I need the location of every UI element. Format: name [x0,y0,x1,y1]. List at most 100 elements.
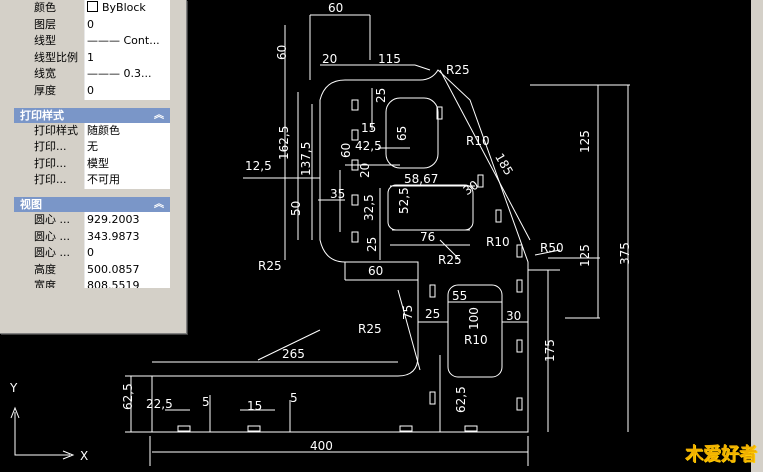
prop-value: 929.2003 [84,211,170,229]
prop-value: 0 [84,82,170,100]
section-print-style[interactable]: 打印样式 ︽ [14,107,170,123]
dim-15-a: 15 [361,121,376,135]
collapse-chevron-icon[interactable]: ︽ [154,198,164,210]
section-title: 视图 [20,197,42,211]
prop-value: 0 [84,245,170,262]
palette-scrollbar[interactable] [170,0,186,333]
prop-row-lineweight[interactable]: 线宽——— 0.3... [14,66,170,83]
prop-label: 打印... [14,139,84,156]
dim-35: 35 [330,187,345,201]
dim-60-low: 60 [368,264,383,278]
prop-value: 不可用 [84,172,170,189]
prop-value: ——— Cont... [84,33,170,50]
dim-137-5: 137,5 [299,142,313,176]
dim-65: 65 [395,126,409,141]
dim-42-5: 42,5 [355,139,382,153]
prop-row-color[interactable]: 颜色 ByBlock [14,0,170,17]
dim-52-5: 52,5 [397,187,411,214]
prop-value: 1 [84,49,170,67]
dim-25-c: 25 [425,307,440,321]
prop-label: 圆心 ... [14,228,84,246]
ucs-y-label: Y [9,381,18,395]
dim-32-5: 32,5 [362,194,376,221]
prop-row-print-attached[interactable]: 打印...模型 [14,155,170,173]
dim-20-b: 20 [358,163,372,178]
right-scroll-edge[interactable] [751,0,763,472]
prop-label: 宽度 [14,278,84,289]
dim-5-a: 5 [202,395,210,409]
prop-label: 厚度 [14,82,84,100]
dim-22-5: 22,5 [146,397,173,411]
section-title: 打印样式 [20,108,64,122]
collapse-chevron-icon[interactable]: ︽ [154,109,164,121]
prop-label: 颜色 [14,0,84,17]
prop-row-center-z[interactable]: 圆心 ...0 [14,245,170,262]
dim-55: 55 [452,289,467,303]
prop-label: 线型比例 [14,49,84,67]
dim-62-5-left: 62,5 [121,383,135,410]
dim-162-5: 162,5 [277,126,291,160]
dim-100: 100 [467,307,481,330]
prop-value: ByBlock [102,1,146,14]
dim-400: 400 [310,439,333,453]
prop-row-center-x[interactable]: 圆心 ...929.2003 [14,211,170,229]
dim-25-b: 25 [365,237,379,252]
dim-20-a: 20 [322,52,337,66]
prop-value: 0 [84,16,170,34]
prop-value: 343.9873 [84,228,170,246]
dim-75: 75 [401,305,415,320]
prop-label: 线宽 [14,66,84,83]
dim-r25-b: R25 [258,259,282,273]
dim-58-67: 58,67 [404,172,438,186]
prop-label: 图层 [14,16,84,34]
dim-185: 185 [492,151,516,178]
dim-r10-a: R10 [466,134,490,148]
watermark-logo: 木爱好者 [685,444,757,465]
dim-r25-a: R25 [446,63,470,77]
dim-30-b: 30 [506,309,521,323]
prop-value: 模型 [84,155,170,173]
prop-row-center-y[interactable]: 圆心 ...343.9873 [14,228,170,246]
dim-50: 50 [289,201,303,216]
dim-5-b: 5 [290,391,298,405]
dim-60-mid: 60 [339,143,353,158]
palette-title-strip[interactable] [0,0,14,333]
prop-row-print-style[interactable]: 打印样式随颜色 [14,122,170,140]
dim-62-5-low: 62,5 [454,386,468,413]
section-view[interactable]: 视图 ︽ [14,196,170,212]
prop-label: 打印... [14,155,84,173]
dim-r10-b: R10 [486,235,510,249]
dim-60-top: 60 [328,1,343,15]
prop-value: 无 [84,139,170,156]
prop-row-print-table[interactable]: 打印...无 [14,139,170,156]
prop-value: ——— 0.3... [84,66,170,83]
prop-row-print-type[interactable]: 打印...不可用 [14,172,170,189]
dim-115: 115 [378,52,401,66]
dim-12-5: 12,5 [245,159,272,173]
watermark-text: 爱好者 [703,444,757,465]
dim-25-a: 25 [374,88,388,103]
dim-r25-d: R25 [358,322,382,336]
ucs-x-label: X [80,449,88,463]
dim-15-b: 15 [247,399,262,413]
prop-label: 圆心 ... [14,245,84,262]
prop-row-linetype[interactable]: 线型——— Cont... [14,33,170,50]
prop-label: 高度 [14,261,84,279]
dim-175: 175 [543,339,557,362]
prop-label: 打印样式 [14,122,84,140]
dim-r50: R50 [540,241,564,255]
prop-label: 线型 [14,33,84,50]
prop-value: 500.0857 [84,261,170,279]
dim-375: 375 [618,242,632,265]
dim-60-left: 60 [275,45,289,60]
color-swatch-icon [87,1,98,12]
dim-125-a: 125 [578,130,592,153]
prop-value: 随颜色 [84,122,170,140]
